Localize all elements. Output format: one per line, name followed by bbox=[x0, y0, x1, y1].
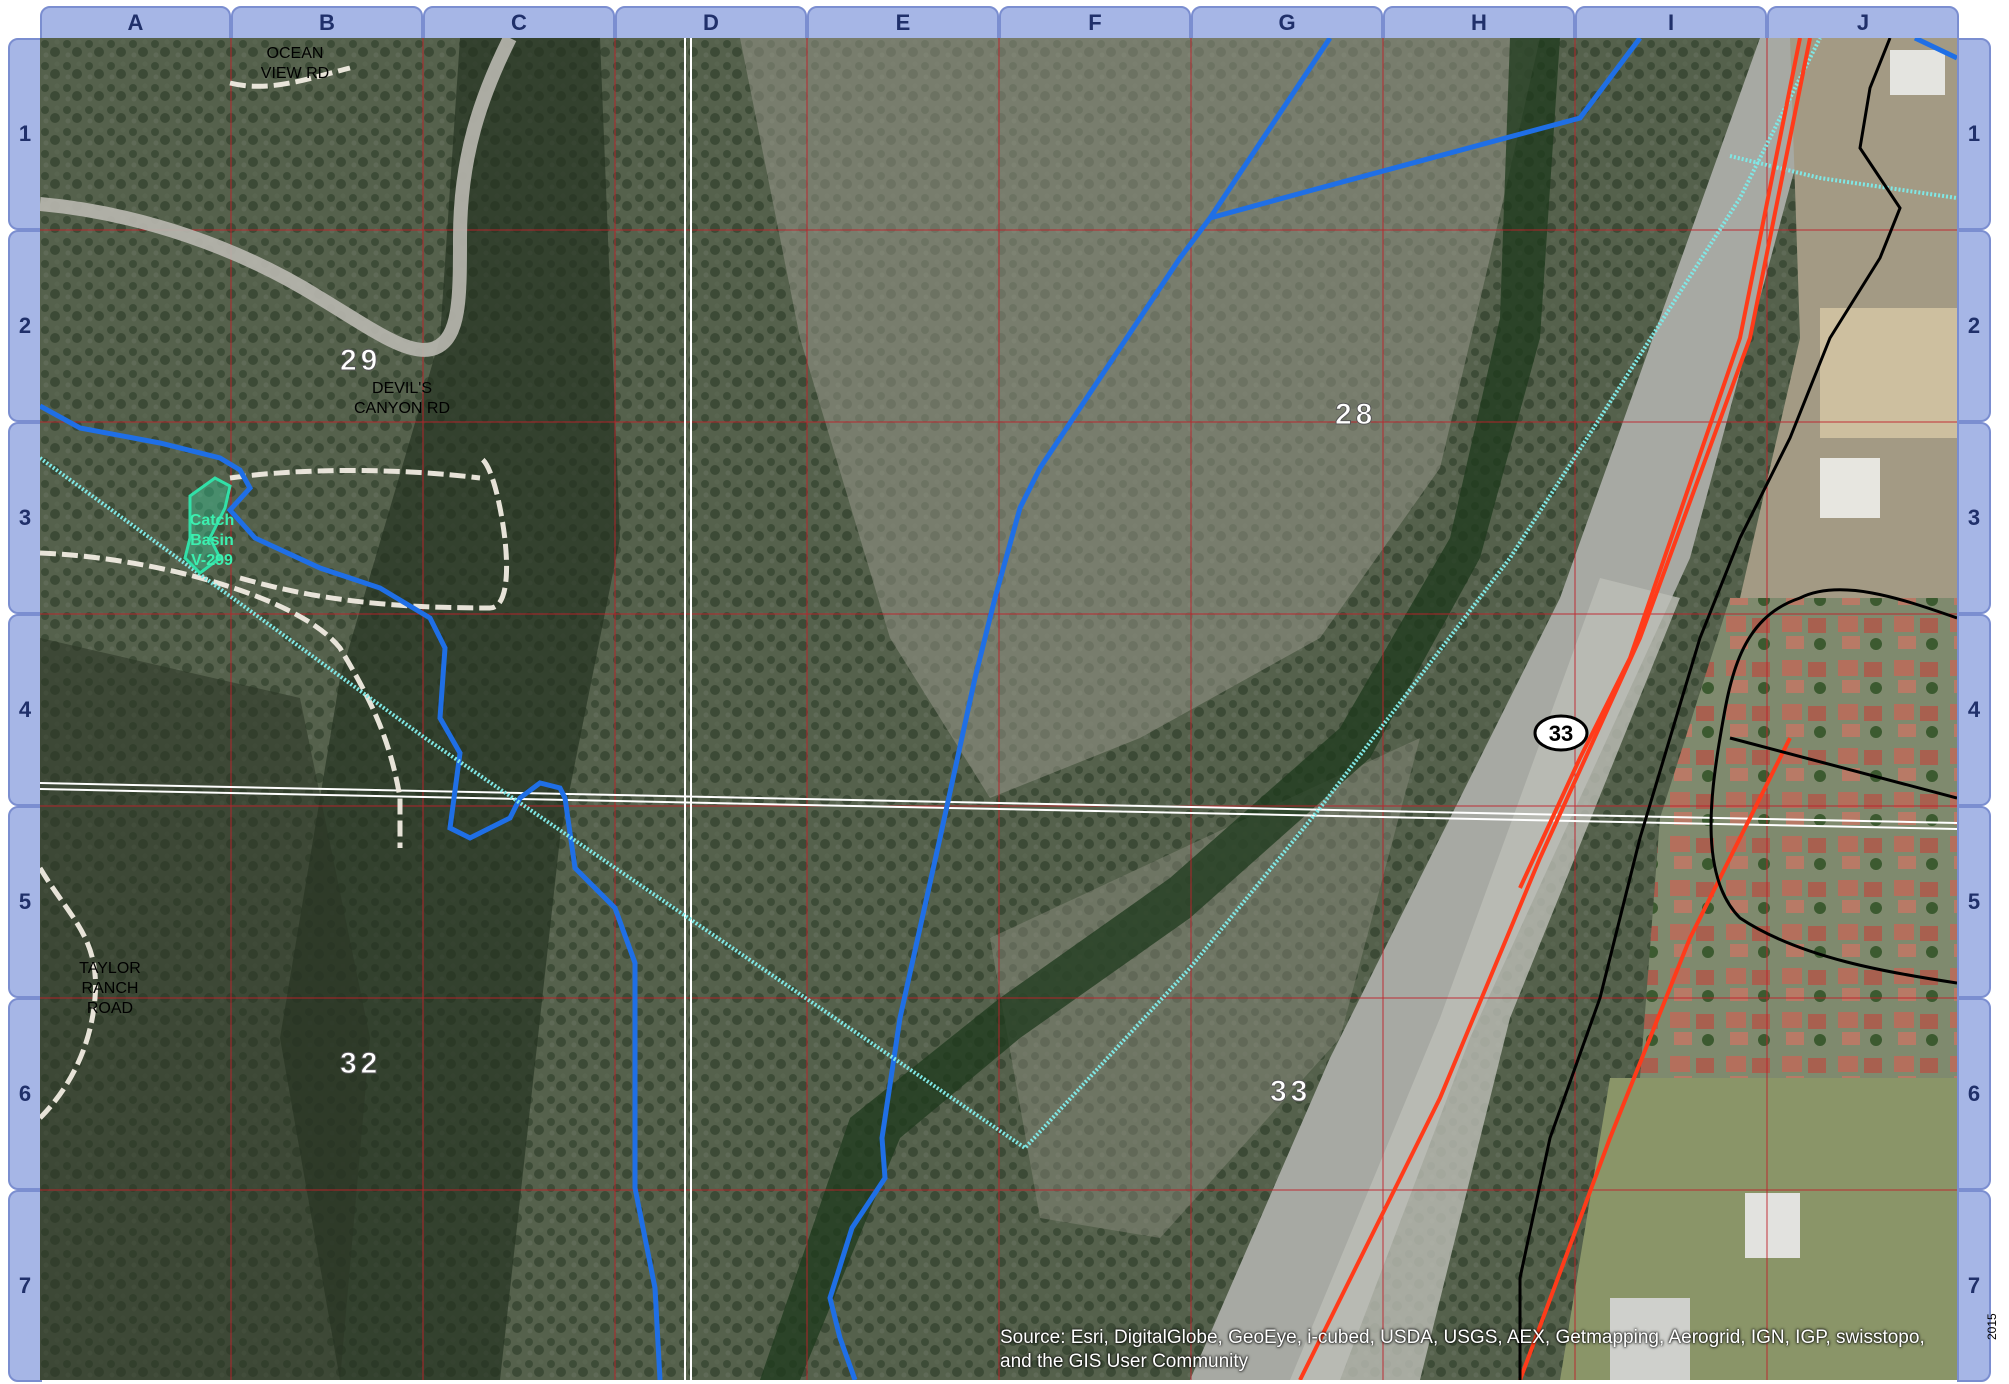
dirt-road bbox=[40, 65, 509, 1120]
row-tab-right-6: 6 bbox=[1957, 998, 1991, 1190]
row-label: 5 bbox=[18, 889, 32, 914]
row-tab-left-6: 6 bbox=[8, 998, 42, 1190]
column-label: I bbox=[1667, 10, 1675, 35]
light-slope bbox=[990, 738, 1420, 1238]
row-label: 3 bbox=[1967, 505, 1981, 530]
catch-basin-text: V-299 bbox=[191, 552, 233, 569]
row-label: 3 bbox=[18, 505, 32, 530]
residential-area bbox=[1640, 598, 1957, 1078]
column-tab-i: I bbox=[1575, 6, 1767, 40]
column-label: A bbox=[127, 10, 144, 35]
section-number: 29 bbox=[340, 344, 381, 377]
road-label-devils-canyon: DEVIL'S bbox=[372, 380, 432, 397]
column-label: G bbox=[1278, 10, 1296, 35]
freeway-pavement bbox=[1190, 38, 1830, 1380]
section-number: 28 bbox=[1335, 398, 1376, 431]
freeway-pavement bbox=[1290, 578, 1680, 1380]
row-tab-left-2: 2 bbox=[8, 230, 42, 422]
row-tab-right-4: 4 bbox=[1957, 614, 1991, 806]
row-label: 6 bbox=[1967, 1081, 1981, 1106]
row-tab-right-7: 7 bbox=[1957, 1190, 1991, 1382]
road-label-taylor-ranch: ROAD bbox=[87, 1000, 133, 1017]
column-label: D bbox=[703, 10, 719, 35]
road-label-ocean-view: VIEW RD bbox=[261, 65, 329, 82]
row-label: 6 bbox=[18, 1081, 32, 1106]
column-label: C bbox=[511, 10, 527, 35]
building bbox=[1890, 50, 1945, 95]
row-tab-left-3: 3 bbox=[8, 422, 42, 614]
road-label-taylor-ranch: TAYLOR bbox=[79, 960, 141, 977]
highway-shield: 33 bbox=[1533, 714, 1589, 752]
row-label: 7 bbox=[1967, 1273, 1981, 1298]
column-tab-d: D bbox=[615, 6, 807, 40]
row-tab-left-1: 1 bbox=[8, 38, 42, 230]
column-label: B bbox=[319, 10, 335, 35]
section-numbers: 29 28 32 33 bbox=[340, 344, 1376, 1109]
column-tab-a: A bbox=[40, 6, 231, 40]
column-label: H bbox=[1471, 10, 1487, 35]
road-label-taylor-ranch: RANCH bbox=[82, 980, 139, 997]
edge-year: 2015 bbox=[1985, 1313, 1999, 1340]
row-tab-left-7: 7 bbox=[8, 1190, 42, 1382]
building bbox=[1820, 458, 1880, 518]
column-tab-f: F bbox=[999, 6, 1191, 40]
sandy-lot bbox=[1820, 308, 1957, 438]
row-tab-right-3: 3 bbox=[1957, 422, 1991, 614]
column-tab-b: B bbox=[231, 6, 423, 40]
column-label: J bbox=[1856, 10, 1870, 35]
building bbox=[1745, 1193, 1800, 1258]
row-label: 2 bbox=[18, 313, 32, 338]
row-tab-left-4: 4 bbox=[8, 614, 42, 806]
section-line bbox=[40, 38, 1957, 1380]
row-label: 7 bbox=[18, 1273, 32, 1298]
district-boundary bbox=[40, 38, 1957, 1151]
row-tab-left-5: 5 bbox=[8, 806, 42, 998]
grid-lines bbox=[40, 38, 1957, 1380]
section-number: 33 bbox=[1270, 1075, 1311, 1108]
column-tab-e: E bbox=[807, 6, 999, 40]
highway-line bbox=[1298, 38, 1812, 1380]
paved-road bbox=[40, 38, 517, 357]
light-slope bbox=[740, 38, 1540, 798]
stream-line bbox=[40, 38, 1957, 1380]
column-tab-j: J bbox=[1767, 6, 1959, 40]
parcel-boundary bbox=[1518, 38, 1957, 1380]
column-tab-g: G bbox=[1191, 6, 1383, 40]
section-number: 32 bbox=[340, 1047, 381, 1080]
aerial-map[interactable]: Catch Basin V-299 OCEAN VIEW RD DEVIL'S … bbox=[40, 38, 1957, 1380]
column-tab-h: H bbox=[1383, 6, 1575, 40]
row-label: 1 bbox=[18, 121, 32, 146]
highway-shield-number: 33 bbox=[1549, 721, 1573, 746]
row-label: 4 bbox=[1967, 697, 1981, 722]
riparian-corridor bbox=[760, 38, 1560, 1380]
column-label: F bbox=[1088, 10, 1102, 35]
row-tab-right-5: 5 bbox=[1957, 806, 1991, 998]
column-label: E bbox=[895, 10, 911, 35]
catch-basin-text: Catch bbox=[190, 512, 234, 529]
row-tab-right-1: 1 bbox=[1957, 38, 1991, 230]
map-source-credit: Source: Esri, DigitalGlobe, GeoEye, i-cu… bbox=[1000, 1327, 1925, 1372]
catch-basin-label: Catch Basin V-299 bbox=[190, 512, 234, 569]
canyon-shadow bbox=[40, 638, 370, 1380]
catch-basin-marker bbox=[183, 476, 232, 575]
row-tab-right-2: 2 bbox=[1957, 230, 1991, 422]
road-label-ocean-view: OCEAN bbox=[267, 45, 324, 62]
road-label-devils-canyon: CANYON RD bbox=[354, 400, 450, 417]
row-label: 5 bbox=[1967, 889, 1981, 914]
row-label: 1 bbox=[1967, 121, 1981, 146]
catch-basin-text: Basin bbox=[190, 532, 234, 549]
row-label: 2 bbox=[1967, 313, 1981, 338]
column-tab-c: C bbox=[423, 6, 615, 40]
road-labels: OCEAN VIEW RD DEVIL'S CANYON RD TAYLOR R… bbox=[79, 45, 450, 1017]
row-label: 4 bbox=[18, 697, 32, 722]
building bbox=[1610, 1298, 1690, 1380]
